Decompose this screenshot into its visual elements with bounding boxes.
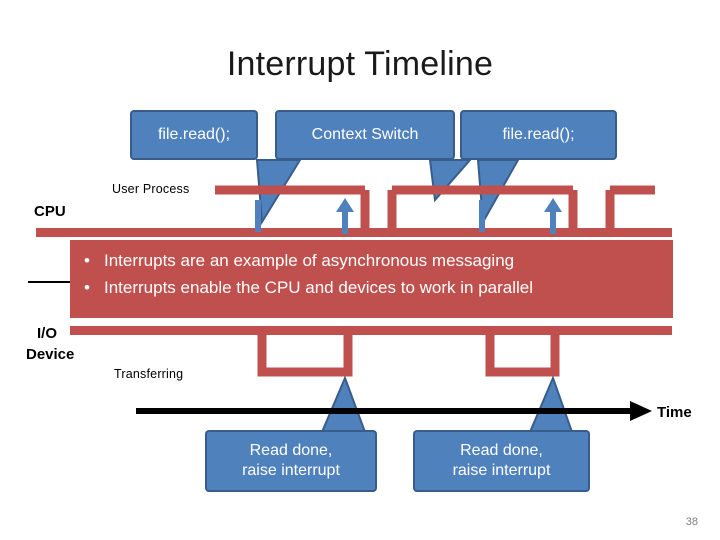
io-baseline-bar [70,326,672,335]
callout-file-read-1-label: file.read(); [157,125,231,143]
callout-read-done-2-line2: raise interrupt [452,462,551,479]
request-down-marker-2 [479,200,485,232]
interrupt-up-arrow-2 [544,198,562,234]
cpu-lane-waveform [215,185,655,232]
request-down-marker-1 [255,200,261,232]
bullet-glyph-icon: • [84,251,90,270]
callout-file-read-2[interactable]: file.read(); [460,110,617,160]
callout-file-read-2-label: file.read(); [502,125,575,143]
time-axis-arrow [136,401,652,421]
note-line-1-text: Interrupts are an example of asynchronou… [104,251,515,270]
callout-context-switch-label: Context Switch [311,125,419,143]
label-io-device-line1: I/O [37,325,58,342]
note-line-2: • Interrupts enable the CPU and devices t… [84,275,673,302]
callout-file-read-1[interactable]: file.read(); [130,110,258,160]
label-time-axis: Time [657,404,692,421]
callout-tail-read-done-2 [528,375,574,433]
page-number: 38 [685,516,698,528]
label-cpu: CPU [34,203,66,220]
callout-context-switch[interactable]: Context Switch [275,110,455,160]
callout-read-done-1-line1: Read done, [249,441,333,459]
interrupt-up-arrow-1 [336,198,354,234]
label-io-device-line2: Device [26,346,75,363]
bullet-glyph-icon-2: • [84,277,90,297]
callout-tail-group-bottom [320,375,574,433]
note-line-1: • Interrupts are an example of asynchrono… [84,248,673,275]
io-transfer-pulse-1 [257,330,353,377]
note-line-2-text: Interrupts enable the CPU and devices to… [104,277,534,297]
note-overlay-box: • Interrupts are an example of asynchrono… [70,240,673,318]
interrupt-up-arrows [336,198,562,234]
syscall-request-markers [255,200,485,232]
label-transferring: Transferring [114,367,184,381]
callout-tail-read-done-1 [320,375,367,433]
note-connector-line [28,281,72,283]
io-transfer-pulses [257,330,560,377]
callout-read-done-1[interactable]: Read done, raise interrupt [205,430,377,492]
cpu-baseline-bar [36,228,672,237]
callout-read-done-1-line2: raise interrupt [242,462,340,479]
io-transfer-pulse-2 [485,330,560,377]
label-user-process: User Process [112,182,190,196]
page-title: Interrupt Timeline [226,45,494,83]
callout-read-done-2-line1: Read done, [460,441,543,459]
callout-read-done-2[interactable]: Read done, raise interrupt [413,430,590,492]
